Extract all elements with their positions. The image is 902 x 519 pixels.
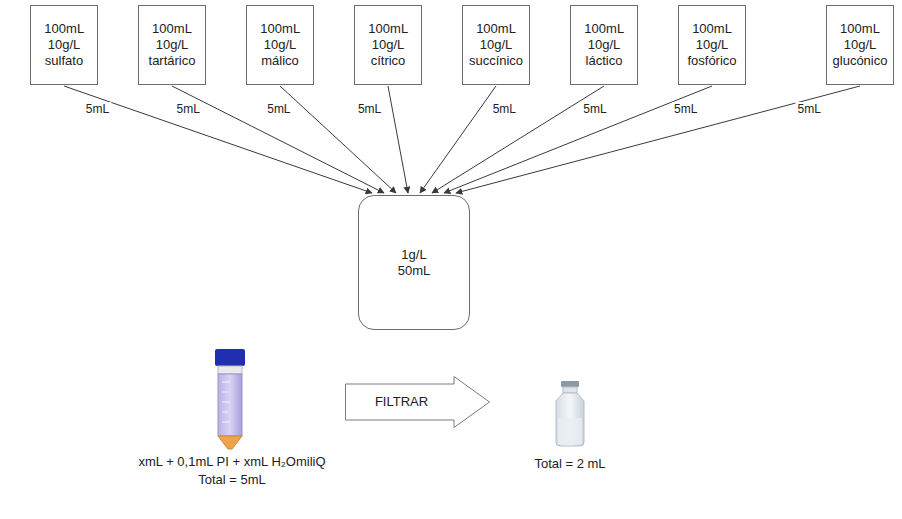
- arrow-outline-path: [346, 377, 490, 428]
- caption-label: Total = 2 mL: [534, 456, 605, 472]
- volume-label: 5mL: [356, 102, 383, 116]
- volume-label: 5mL: [672, 102, 699, 116]
- node-text: 100mL 10g/L láctico: [584, 21, 623, 69]
- node-text: 100mL 10g/L sulfato: [44, 21, 83, 69]
- stock-solution-box: 100mL 10g/L sulfato: [30, 5, 98, 85]
- volume-label: 5mL: [84, 102, 111, 116]
- stock-solution-box: 100mL 10g/L málico: [246, 5, 314, 85]
- caption-label: Total = 5mL: [198, 472, 266, 488]
- node-text: 100mL 10g/L málico: [260, 21, 299, 69]
- node-text: FILTRAR: [375, 394, 428, 410]
- transfer-arrow: [388, 86, 408, 193]
- vial-neck: [563, 387, 577, 393]
- transfer-arrow: [280, 86, 396, 193]
- filter-arrow: FILTRAR: [345, 376, 490, 428]
- vial-cap: [561, 381, 579, 387]
- node-text: 1g/L 50mL: [398, 247, 431, 279]
- volume-label: 5mL: [796, 102, 823, 116]
- stock-solution-box: 100mL 10g/L succínico: [462, 5, 530, 85]
- transfer-arrow: [456, 86, 860, 193]
- stock-solution-box: 100mL 10g/L láctico: [570, 5, 638, 85]
- tube-tip: [218, 436, 242, 449]
- node-text: 100mL 10g/L glucónico: [833, 21, 888, 69]
- volume-label: 5mL: [174, 102, 201, 116]
- falcon-tube: [215, 349, 245, 449]
- volume-label: 5mL: [265, 102, 292, 116]
- transfer-arrow: [64, 86, 372, 193]
- transfer-arrow: [444, 86, 712, 193]
- caption-label: xmL + 0,1mL PI + xmL H₂OmiliQ: [138, 454, 325, 470]
- stock-solution-box: 100mL 10g/L fosfórico: [678, 5, 746, 85]
- node-text: 100mL 10g/L fosfórico: [687, 21, 736, 69]
- node-text: 100mL 10g/L cítrico: [368, 21, 407, 69]
- stock-solution-box: 100mL 10g/L glucónico: [826, 5, 894, 85]
- tube-body: [218, 374, 242, 436]
- tube-graduations: [222, 382, 230, 422]
- node-text: 100mL 10g/L tartárico: [149, 21, 196, 69]
- node-text: 100mL 10g/L succínico: [469, 21, 523, 69]
- stock-solution-box: 100mL 10g/L tartárico: [138, 5, 206, 85]
- vial-body: [556, 393, 584, 446]
- vial-liquid: [558, 418, 582, 444]
- transfer-arrow: [172, 86, 384, 193]
- stock-solution-box: 100mL 10g/L cítrico: [354, 5, 422, 85]
- volume-label: 5mL: [491, 102, 518, 116]
- volume-label: 5mL: [581, 102, 608, 116]
- vial: [556, 381, 584, 446]
- mix-container: 1g/L 50mL: [358, 195, 470, 330]
- tube-cap: [215, 349, 245, 366]
- tube-neck: [218, 366, 242, 374]
